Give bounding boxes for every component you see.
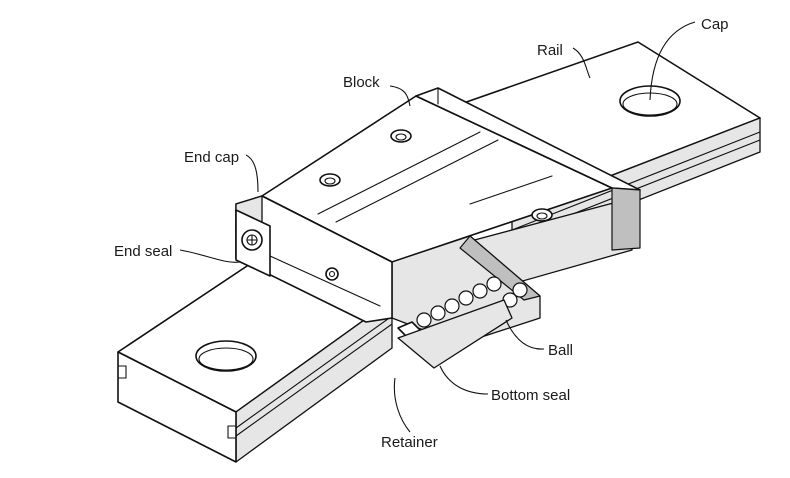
label-rail: Rail: [537, 42, 563, 59]
block-hole-3: [531, 208, 553, 222]
label-block: Block: [343, 74, 380, 91]
leader-cap: [649, 21, 696, 101]
leader-rail: [572, 47, 591, 79]
ball-4: [458, 290, 474, 306]
ball-3: [444, 298, 460, 314]
bottom-seal: [397, 299, 513, 369]
rail-hole-front: [195, 340, 257, 372]
end-cap-screw: [325, 267, 339, 281]
label-bottom-seal: Bottom seal: [491, 387, 570, 404]
leader-retainer: [393, 377, 411, 433]
ball-12: [512, 282, 528, 298]
rail-end-face: [117, 351, 237, 463]
block-hole-1: [390, 129, 412, 143]
leader-bottom-seal: [439, 365, 489, 395]
leader-end-cap: [245, 154, 259, 193]
block-hole-2: [319, 173, 341, 187]
ball-1: [416, 312, 432, 328]
label-ball: Ball: [548, 342, 573, 359]
ball-2: [430, 305, 446, 321]
front-end-cap: [235, 195, 393, 323]
ball-5: [472, 283, 488, 299]
rail-hole-back: [619, 85, 681, 117]
leader-block: [389, 85, 411, 107]
label-retainer: Retainer: [381, 434, 438, 451]
ball-6: [486, 276, 502, 292]
leader-end-seal: [179, 249, 241, 263]
leader-ball: [505, 319, 545, 350]
label-cap: Cap: [701, 16, 729, 33]
label-end-seal: End seal: [114, 243, 172, 260]
label-end-cap: End cap: [184, 149, 239, 166]
